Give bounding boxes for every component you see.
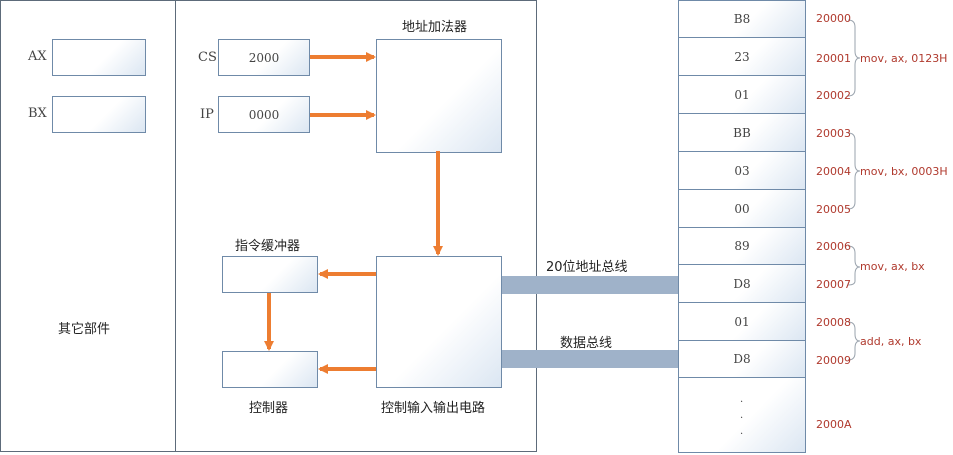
memory-cell: D8 [678, 265, 806, 303]
data-bus-label: 数据总线 [560, 336, 613, 351]
memory-address: 20001 [816, 52, 851, 65]
memory-cell: 23 [678, 38, 806, 76]
cs-value: 2000 [248, 50, 280, 65]
bx-label: BX [28, 106, 47, 121]
brace-instruction-4 [847, 321, 861, 361]
memory-address: 20002 [816, 89, 851, 102]
io-circuit-label: 控制输入输出电路 [381, 401, 486, 416]
instruction-annotation: add, ax, bx [860, 335, 922, 348]
ax-label: AX [28, 49, 47, 64]
ip-value: 0000 [248, 107, 280, 122]
memory-cell: 89 [678, 228, 806, 265]
address-bus-label: 20位地址总线 [546, 260, 628, 275]
memory-ellipsis: . . . [740, 394, 744, 437]
brace-instruction-2 [847, 132, 861, 210]
instruction-annotation: mov, ax, bx [860, 260, 925, 273]
memory-cell: 00 [678, 190, 806, 228]
controller [222, 351, 318, 388]
address-bus [502, 276, 678, 294]
memory-address: 20006 [816, 240, 851, 253]
ax-register [52, 39, 146, 76]
memory-address: 20009 [816, 354, 851, 367]
memory-address: 20007 [816, 278, 851, 291]
controller-label: 控制器 [249, 401, 289, 416]
memory-cell: D8 [678, 341, 806, 378]
memory-address: 20003 [816, 127, 851, 140]
memory-cell: 01 [678, 76, 806, 114]
memory-address: 20008 [816, 316, 851, 329]
io-circuit [376, 256, 502, 388]
memory-address: 20005 [816, 203, 851, 216]
ip-register: 0000 [218, 96, 310, 133]
brace-instruction-3 [847, 245, 861, 286]
bx-register [52, 96, 146, 133]
address-adder [376, 39, 502, 153]
memory-cell: B8 [678, 0, 806, 38]
memory-cell-empty [678, 378, 806, 453]
cs-label: CS [198, 50, 217, 65]
ip-label: IP [200, 107, 214, 122]
other-parts-label: 其它部件 [58, 322, 111, 337]
brace-instruction-1 [847, 19, 861, 97]
instruction-buffer-label: 指令缓冲器 [235, 239, 301, 254]
memory-address: 20004 [816, 165, 851, 178]
cs-register: 2000 [218, 39, 310, 76]
memory-cell: 01 [678, 303, 806, 341]
data-bus [502, 350, 678, 368]
instruction-annotation: mov, bx, 0003H [860, 165, 948, 178]
instruction-annotation: mov, ax, 0123H [860, 52, 948, 65]
memory-cell: BB [678, 114, 806, 152]
address-adder-label: 地址加法器 [402, 20, 468, 35]
memory-address-last: 2000A [816, 418, 852, 431]
memory-cell: 03 [678, 152, 806, 190]
memory-address: 20000 [816, 12, 851, 25]
instruction-buffer [222, 256, 318, 293]
